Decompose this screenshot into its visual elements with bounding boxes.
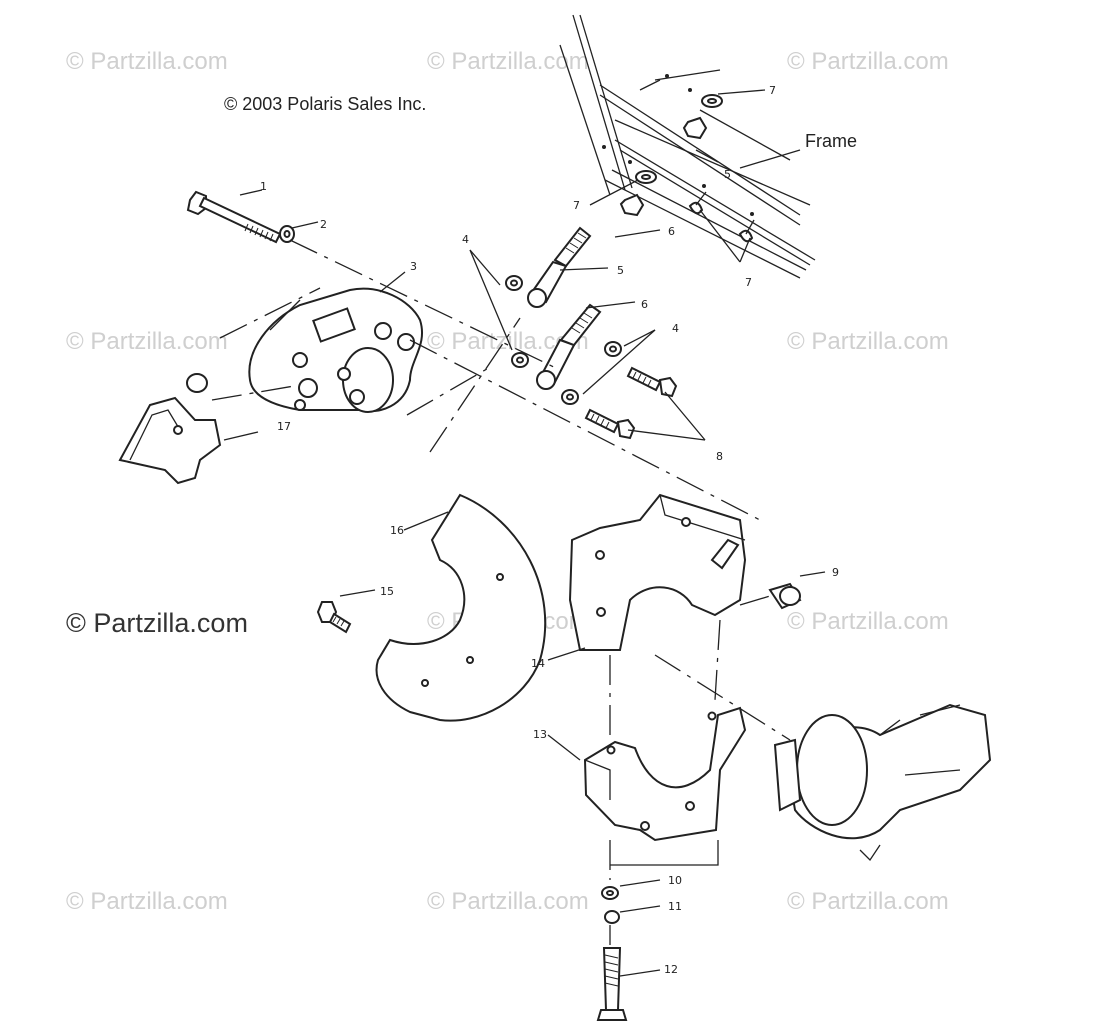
link-parts <box>505 226 622 405</box>
callout-14: 14 <box>531 657 545 670</box>
leader-lines <box>211 89 826 977</box>
callout-6b: 6 <box>641 298 648 311</box>
callouts: 1 2 3 4 4 5 5 6 6 7 7 7 8 9 10 11 12 13 … <box>260 84 839 976</box>
washer-part-2-hole <box>283 230 291 238</box>
caliper-part-3 <box>248 287 423 413</box>
callout-6a: 6 <box>668 225 675 238</box>
callout-3: 3 <box>410 260 417 273</box>
callout-7a: 7 <box>769 84 776 97</box>
bushing-part-9 <box>768 582 802 610</box>
bolt-part-1 <box>186 190 282 244</box>
watermark: © Partzilla.com <box>66 48 228 75</box>
watermark: © Partzilla.com <box>66 888 228 915</box>
watermark: © Partzilla.com <box>787 328 949 355</box>
copyright-text: © 2003 Polaris Sales Inc. <box>224 94 427 114</box>
callout-7c: 7 <box>745 276 752 289</box>
callout-1: 1 <box>260 180 267 193</box>
bolts-part-8 <box>584 366 678 440</box>
callout-15: 15 <box>380 585 394 598</box>
callout-10: 10 <box>668 874 682 887</box>
callout-13: 13 <box>533 728 547 741</box>
partzilla-brand-label: © Partzilla.com <box>66 608 248 638</box>
watermark: © Partzilla.com <box>787 48 949 75</box>
watermark: © Partzilla.com <box>427 888 589 915</box>
frame-hardware <box>602 74 755 243</box>
callout-2: 2 <box>320 218 327 231</box>
brake-disc-part-16 <box>375 493 547 722</box>
bottom-hardware <box>596 886 628 1021</box>
callout-8: 8 <box>716 450 723 463</box>
bracket-part-13 <box>583 706 747 842</box>
callout-5b: 5 <box>724 168 731 181</box>
watermark: © Partzilla.com <box>66 328 228 355</box>
callout-9: 9 <box>832 566 839 579</box>
callout-4a: 4 <box>462 233 469 246</box>
axle-housing <box>773 703 992 862</box>
bracket-part-14 <box>568 493 747 651</box>
callout-7b: 7 <box>573 199 580 212</box>
callout-17: 17 <box>277 420 291 433</box>
callout-5a: 5 <box>617 264 624 277</box>
callout-12: 12 <box>664 963 678 976</box>
callout-4b: 4 <box>672 322 679 335</box>
bolt-part-15 <box>316 601 352 634</box>
callout-11: 11 <box>668 900 682 913</box>
watermark: © Partzilla.com <box>787 608 949 635</box>
watermark: © Partzilla.com <box>427 48 589 75</box>
frame-label: Frame <box>805 131 858 151</box>
watermark: © Partzilla.com <box>787 888 949 915</box>
callout-16: 16 <box>390 524 404 537</box>
frame-part <box>559 14 816 279</box>
brake-pad-part-17 <box>118 373 222 485</box>
